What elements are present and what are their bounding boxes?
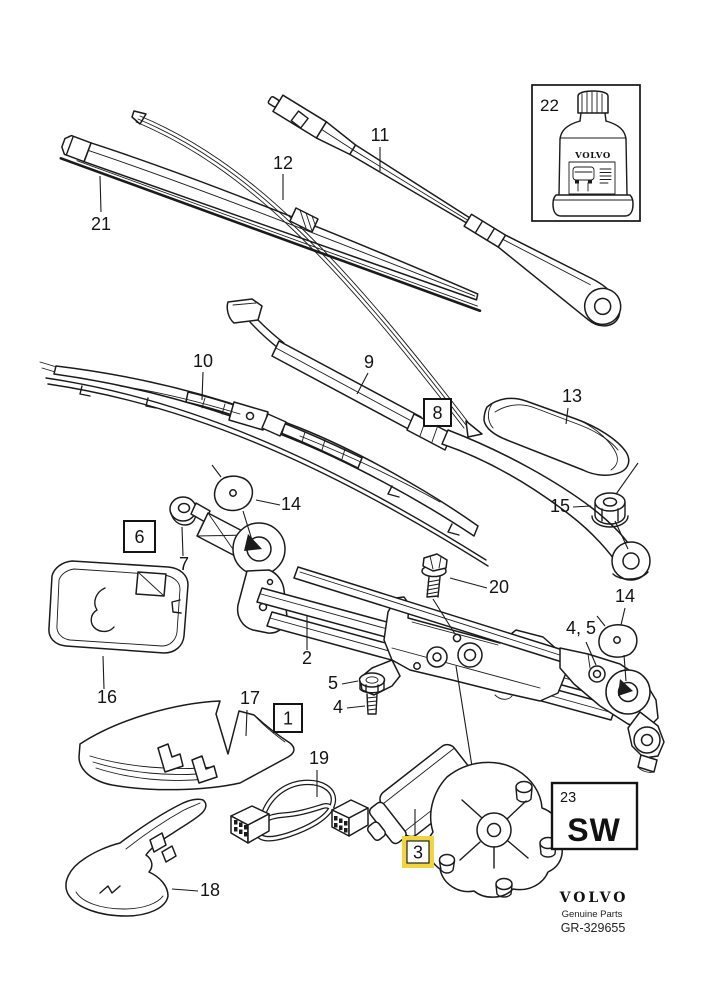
part-label-4-5[interactable]: 4, 5 [566,618,596,638]
leader-line [181,526,184,557]
brand-tagline: Genuine Parts [562,909,623,920]
part-drawing-left-pivot [190,502,307,634]
part-label-19[interactable]: 19 [309,748,329,768]
part-drawing-washer-fluid-bottle-22: VOLVO [531,84,641,222]
part-drawing-bolt-4-washer-5 [358,672,386,715]
selected-label-box [406,840,430,864]
part-callout-9[interactable]: 9 [356,352,374,395]
part-drawing-arm-cover-13 [483,397,630,476]
part-callout-18[interactable]: 18 [171,880,220,900]
part-drawing-wiper-blade-21 [59,134,482,313]
part-callout-12[interactable]: 12 [273,153,293,200]
part-callout-13[interactable]: 13 [562,386,582,425]
leader-line [102,655,105,690]
part-drawing-linkage-2 [256,566,617,721]
part-label-15[interactable]: 15 [550,496,570,516]
brand-logo-text: VOLVO [559,890,629,906]
part-callout-5[interactable]: 5 [328,673,359,693]
part-label-22[interactable]: 22 [540,96,559,115]
part-callout-6[interactable]: 6 [123,520,156,553]
part-label-9[interactable]: 9 [364,352,374,372]
part-callout-14-left[interactable]: 14 [255,494,301,514]
part-label-14-left[interactable]: 14 [281,494,301,514]
part-callout-19[interactable]: 19 [309,748,329,797]
part-drawing-blade-refill-12 [131,110,483,438]
part-label-5[interactable]: 5 [328,673,338,693]
leader-line [245,709,248,737]
part-drawing-nut-15 [591,462,639,550]
part-callout-4-5[interactable]: 4, 5 [566,618,597,666]
part-label-3[interactable]: 3 [413,843,423,863]
leader-line [565,407,569,425]
part-drawing-wiper-motor-3 [367,665,563,898]
part-label-21[interactable]: 21 [91,214,111,234]
part-label-7[interactable]: 7 [179,554,189,574]
part-label-2[interactable]: 2 [302,648,312,668]
part-label-1[interactable]: 1 [283,709,293,729]
part-label-12[interactable]: 12 [273,153,293,173]
part-label-16[interactable]: 16 [97,687,117,707]
leader-line [585,641,597,666]
part-callout-11[interactable]: 11 [371,125,390,171]
leader-line [449,577,488,589]
part-callout-1[interactable]: 1 [273,703,303,733]
part-label-14-right[interactable]: 14 [615,586,635,606]
bottle-brand-text: VOLVO [574,151,611,161]
leader-line [99,175,102,213]
drawing-number: GR-329655 [561,921,626,935]
part-label-13[interactable]: 13 [562,386,582,406]
part-label-10[interactable]: 10 [193,351,213,371]
part-drawing-wiper-arm-9 [226,298,651,581]
part-callout-10[interactable]: 10 [193,351,213,401]
part-drawing-wiper-blade-10 [39,361,489,567]
part-label-6[interactable]: 6 [134,527,144,547]
part-drawing-bolt-20 [421,553,456,635]
leader-line [341,680,359,685]
part-label-11[interactable]: 11 [371,125,390,145]
part-callout-17[interactable]: 17 [240,688,260,737]
leader-line [572,505,592,508]
leader-line [201,371,204,401]
part-callout-4[interactable]: 4 [333,697,366,717]
part-callout-3-selected[interactable]: 3 [402,809,434,868]
leader-line [346,705,366,709]
part-drawing-cover-18 [65,798,207,917]
part-label-20[interactable]: 20 [489,577,509,597]
leader-line [620,607,626,626]
part-callout-7[interactable]: 7 [179,526,189,574]
part-callout-15[interactable]: 15 [550,496,592,516]
part-label-8[interactable]: 8 [432,403,442,423]
leader-line [171,888,199,892]
part-callout-20[interactable]: 20 [449,577,509,597]
part-callout-8[interactable]: 8 [423,398,452,427]
part-callout-2[interactable]: 2 [302,616,312,668]
part-drawing-right-pivot [559,647,665,773]
part-label-18[interactable]: 18 [200,880,220,900]
ref-box-23-sw[interactable]: 23 SW [550,781,639,851]
part-drawing-cover-16 [48,560,189,654]
part-callout-16[interactable]: 16 [97,655,117,707]
ref-code-sw: SW [567,812,621,848]
part-callout-21[interactable]: 21 [91,175,111,234]
leader-line [255,499,281,506]
part-label-23[interactable]: 23 [560,790,576,806]
part-drawing-cap-14-left [211,464,262,551]
part-label-4[interactable]: 4 [333,697,343,717]
part-drawing-cover-17 [78,700,295,791]
part-drawing-cap-14-right [596,615,638,682]
leader-line [356,372,369,395]
part-label-17[interactable]: 17 [240,688,260,708]
part-drawing-harness-19 [230,779,369,844]
footer-brand: VOLVO Genuine Parts GR-329655 [559,890,629,935]
part-callout-14-right[interactable]: 14 [615,586,635,626]
